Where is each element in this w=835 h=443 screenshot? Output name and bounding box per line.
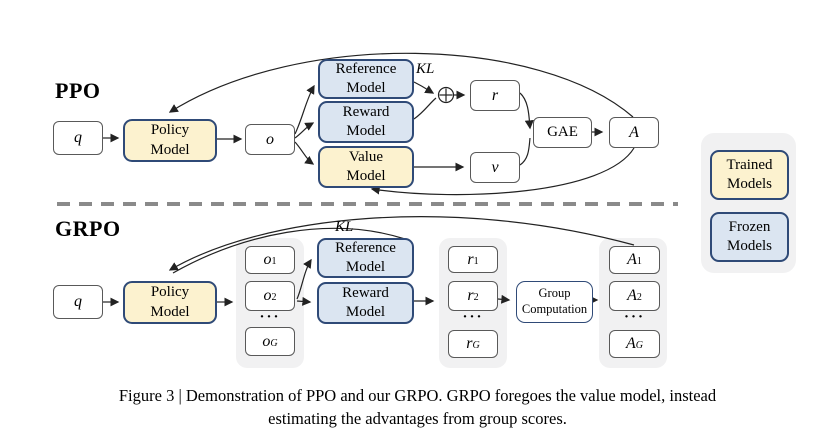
grpo-reward-model-box: Reward Model bbox=[317, 282, 414, 324]
grpo-advantages-ellipsis: ··· bbox=[623, 309, 645, 325]
grpo-output2-label: o bbox=[263, 287, 272, 304]
grpo-outputG-label: o bbox=[262, 332, 271, 350]
grpo-group-computation-label: Group Computation bbox=[521, 286, 588, 316]
ppo-reference-model-label: Reference Model bbox=[335, 60, 397, 96]
grpo-policy-model-label: Policy Model bbox=[150, 284, 190, 320]
ppo-kl-label: KL bbox=[416, 61, 435, 77]
grpo-reference-model-box: Reference Model bbox=[317, 238, 414, 278]
grpo-policy-model-box: Policy Model bbox=[123, 281, 217, 324]
grpo-rewards-ellipsis: ··· bbox=[462, 309, 484, 325]
arrow-ppo-reward-to-oplus bbox=[413, 97, 437, 120]
ppo-value-model-label: Value Model bbox=[346, 148, 386, 184]
ppo-reward-model-box: Reward Model bbox=[318, 101, 414, 143]
ppo-reference-model-box: Reference Model bbox=[318, 59, 414, 99]
ppo-query-label: q bbox=[74, 129, 82, 146]
grpo-query-label: q bbox=[74, 293, 82, 310]
ppo-policy-model-box: Policy Model bbox=[123, 119, 217, 162]
grpo-advantage2-label: A bbox=[627, 287, 637, 304]
ppo-advantage-box: A bbox=[609, 117, 659, 148]
grpo-advantage1-label: A bbox=[627, 251, 637, 268]
arrow-ppo-o-to-value bbox=[294, 141, 315, 165]
ppo-v-box: v bbox=[470, 152, 520, 183]
grpo-group-computation-box: Group Computation bbox=[516, 281, 593, 323]
ppo-value-model-box: Value Model bbox=[318, 146, 414, 188]
ppo-reward-model-label: Reward Model bbox=[342, 103, 390, 139]
grpo-reward-model-label: Reward Model bbox=[342, 284, 389, 320]
ppo-policy-model-label: Policy Model bbox=[150, 122, 190, 158]
legend-trained-models-label: Trained Models bbox=[726, 156, 773, 192]
grpo-kl-label: KL bbox=[335, 219, 354, 235]
arrow-ppo-r-to-gae bbox=[519, 92, 534, 130]
legend-frozen-models-label: Frozen Models bbox=[727, 218, 772, 254]
grpo-outputs-ellipsis: ··· bbox=[259, 309, 281, 325]
figure-caption: Figure 3 | Demonstration of PPO and our … bbox=[0, 384, 835, 431]
ppo-gae-box: GAE bbox=[533, 117, 592, 148]
grpo-section-label: GRPO bbox=[55, 216, 121, 241]
figure-caption-line2: estimating the advantages from group sco… bbox=[268, 409, 567, 429]
grpo-reference-model-label: Reference Model bbox=[335, 239, 396, 275]
ppo-advantage-label: A bbox=[629, 123, 639, 141]
ppo-v-label: v bbox=[491, 158, 499, 176]
ppo-output-box: o bbox=[245, 124, 295, 155]
ppo-r-label: r bbox=[491, 86, 499, 104]
grpo-reward2-label: r bbox=[467, 287, 474, 304]
oplus-operator-icon bbox=[437, 86, 455, 104]
ppo-gae-label: GAE bbox=[547, 124, 578, 140]
arrow-ppo-o-to-reward bbox=[294, 122, 315, 139]
grpo-advantageG-label: A bbox=[625, 335, 636, 352]
ppo-output-label: o bbox=[266, 130, 274, 148]
arrow-ppo-v-to-gae bbox=[519, 137, 531, 166]
arrow-ppo-reference-to-oplus bbox=[413, 81, 435, 94]
figure-caption-line1: Figure 3 | Demonstration of PPO and our … bbox=[118, 386, 717, 405]
ppo-query-box: q bbox=[53, 121, 103, 155]
legend-frozen-models-box: Frozen Models bbox=[710, 212, 789, 262]
arrow-ppo-o-to-reference bbox=[294, 84, 315, 135]
legend-trained-models-box: Trained Models bbox=[710, 150, 789, 200]
grpo-rewardG-label: r bbox=[466, 335, 473, 352]
grpo-output1-label: o bbox=[263, 251, 272, 268]
grpo-query-box: q bbox=[53, 285, 103, 319]
ppo-section-label: PPO bbox=[55, 78, 101, 103]
ppo-r-box: r bbox=[470, 80, 520, 111]
